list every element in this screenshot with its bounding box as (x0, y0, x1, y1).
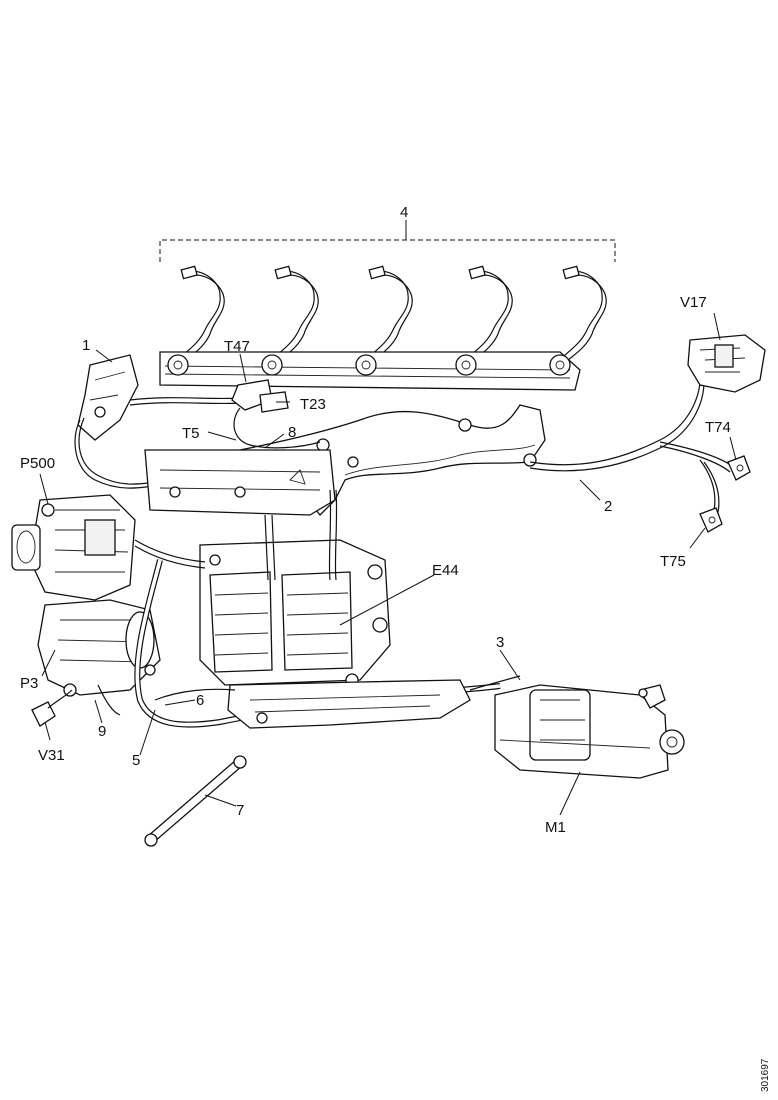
label-p500: P500 (20, 455, 55, 472)
label-2: 2 (604, 498, 612, 515)
label-t5: T5 (182, 425, 200, 442)
label-3: 3 (496, 634, 504, 651)
label-v31: V31 (38, 747, 65, 764)
label-8: 8 (288, 424, 296, 441)
v17-component (687, 334, 766, 393)
label-e44: E44 (432, 562, 459, 579)
callout-labels: 4 1 T47 T23 T5 8 V17 T74 P500 2 T75 E44 … (20, 204, 731, 836)
t47-t23-sensor (231, 379, 321, 449)
e44-control-unit (199, 539, 391, 687)
t74-sensor (727, 455, 751, 481)
figure-code: 301697 (760, 1058, 771, 1092)
bracket-1 (74, 354, 241, 489)
ground-strap-7 (144, 755, 247, 847)
label-v17: V17 (680, 294, 707, 311)
label-m1: M1 (545, 819, 566, 836)
label-7: 7 (236, 802, 244, 819)
label-5: 5 (132, 752, 140, 769)
harness-plate (144, 449, 336, 516)
label-t47: T47 (224, 338, 250, 355)
label-1: 1 (82, 337, 90, 354)
p500-component (11, 494, 136, 601)
label-t74: T74 (705, 419, 731, 436)
callout-bracket-4 (159, 230, 616, 262)
label-6: 6 (196, 692, 204, 709)
label-t23: T23 (300, 396, 326, 413)
label-4: 4 (400, 204, 408, 221)
label-p3: P3 (20, 675, 38, 692)
leader-lines (39, 220, 737, 816)
label-t75: T75 (660, 553, 686, 570)
injector-pigtails (177, 265, 607, 363)
t75-sensor (699, 507, 723, 533)
label-9: 9 (98, 723, 106, 740)
v31-sensor (31, 689, 73, 727)
m1-starter-motor (469, 675, 685, 779)
ecu-harness (134, 489, 338, 581)
lower-harness (97, 559, 501, 729)
injector-rail-harness (159, 351, 581, 391)
